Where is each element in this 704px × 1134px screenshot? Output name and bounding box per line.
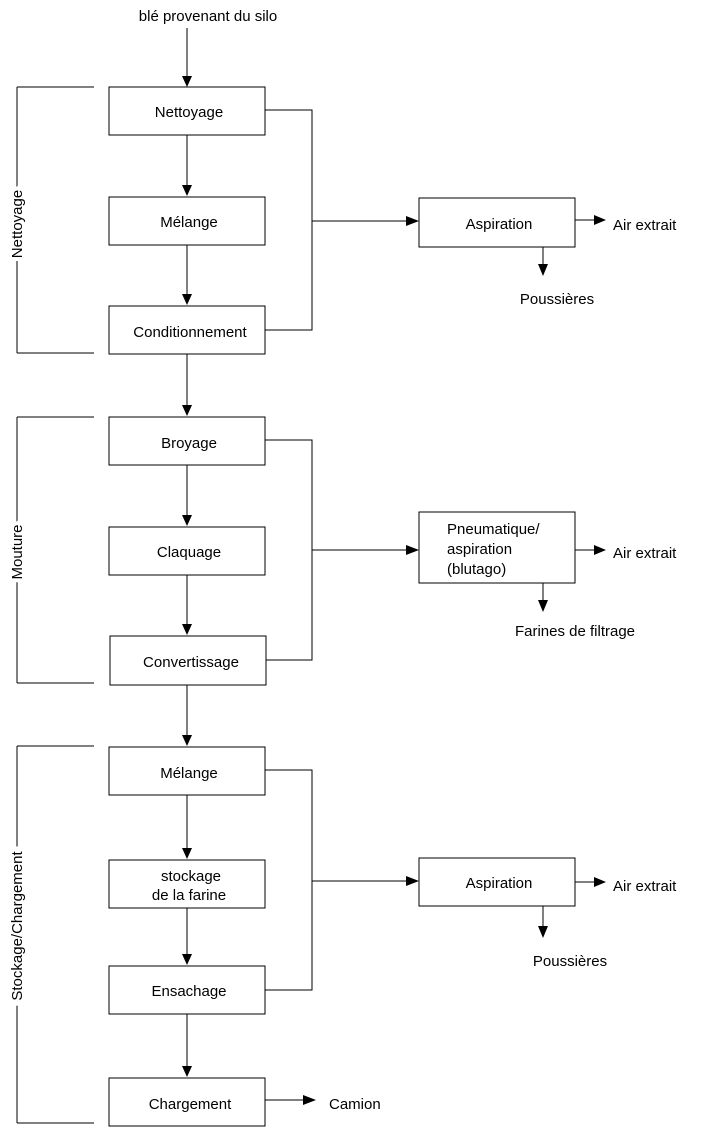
collector-lines-3	[265, 769, 419, 991]
process-step: Chargement	[108, 1077, 266, 1127]
section-bracket-nettoyage	[16, 86, 94, 354]
section-bracket-stockage-chargement	[16, 745, 94, 1124]
collector-lines-1	[265, 109, 419, 331]
process-step-label: Convertissage	[143, 654, 239, 671]
side-process-label: Pneumatique/	[447, 521, 540, 538]
side-process-label: Aspiration	[466, 875, 533, 892]
process-step-label: Claquage	[157, 544, 221, 561]
side-output-arrows	[538, 215, 606, 938]
side-process: Aspiration	[418, 857, 576, 907]
process-step: Broyage	[108, 416, 266, 466]
section-label-nettoyage: Nettoyage	[9, 190, 26, 258]
final-output-arrow	[265, 1095, 316, 1105]
side-process-label: Aspiration	[466, 216, 533, 233]
process-step-label: Chargement	[149, 1096, 232, 1113]
collector-lines-2	[265, 439, 419, 661]
process-step: Ensachage	[108, 965, 266, 1015]
side-process: Aspiration	[418, 197, 576, 248]
process-step: Nettoyage	[108, 86, 266, 136]
process-step: Conditionnement	[108, 305, 266, 355]
section-bracket-mouture	[16, 416, 94, 684]
process-step-label: Broyage	[161, 435, 217, 452]
final-output-label: Camion	[329, 1096, 381, 1113]
process-step-label: Mélange	[160, 765, 218, 782]
process-step-label: Conditionnement	[133, 324, 247, 341]
process-step: Convertissage	[109, 635, 267, 686]
side-output-right: Air extrait	[613, 217, 677, 234]
main-flow-arrows	[182, 28, 192, 1077]
process-step: Mélange	[108, 746, 266, 796]
process-step: stockage de la farine	[108, 859, 266, 909]
side-output-below: Poussières	[533, 953, 607, 970]
section-label-stockage-chargement: Stockage/Chargement	[9, 851, 26, 1001]
side-output-below: Poussières	[520, 291, 594, 308]
side-output-right: Air extrait	[613, 545, 677, 562]
side-output-right: Air extrait	[613, 878, 677, 895]
side-process-label: aspiration	[447, 541, 512, 558]
process-step-label: Nettoyage	[155, 104, 223, 121]
side-process-label: (blutago)	[447, 561, 506, 578]
process-step: Mélange	[108, 196, 266, 246]
process-step-label: stockage	[161, 868, 221, 885]
input-label: blé provenant du silo	[139, 8, 277, 25]
side-output-below: Farines de filtrage	[515, 623, 635, 640]
process-step-label: de la farine	[152, 887, 226, 904]
side-process: Pneumatique/ aspiration (blutago)	[418, 511, 576, 584]
process-step-label: Mélange	[160, 214, 218, 231]
process-step-label: Ensachage	[151, 983, 226, 1000]
process-step: Claquage	[108, 526, 266, 576]
section-label-mouture: Mouture	[9, 524, 26, 579]
